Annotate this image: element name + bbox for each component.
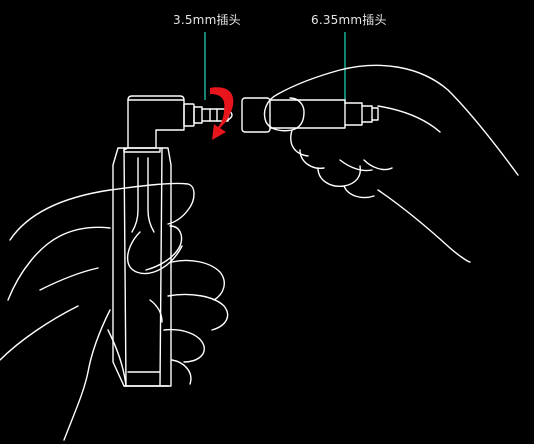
curved-arrow-icon xyxy=(210,87,233,140)
right-hand xyxy=(265,65,519,262)
left-hand xyxy=(0,183,228,440)
adapter-angled-head xyxy=(124,96,184,152)
plug-6-35mm xyxy=(242,98,378,132)
